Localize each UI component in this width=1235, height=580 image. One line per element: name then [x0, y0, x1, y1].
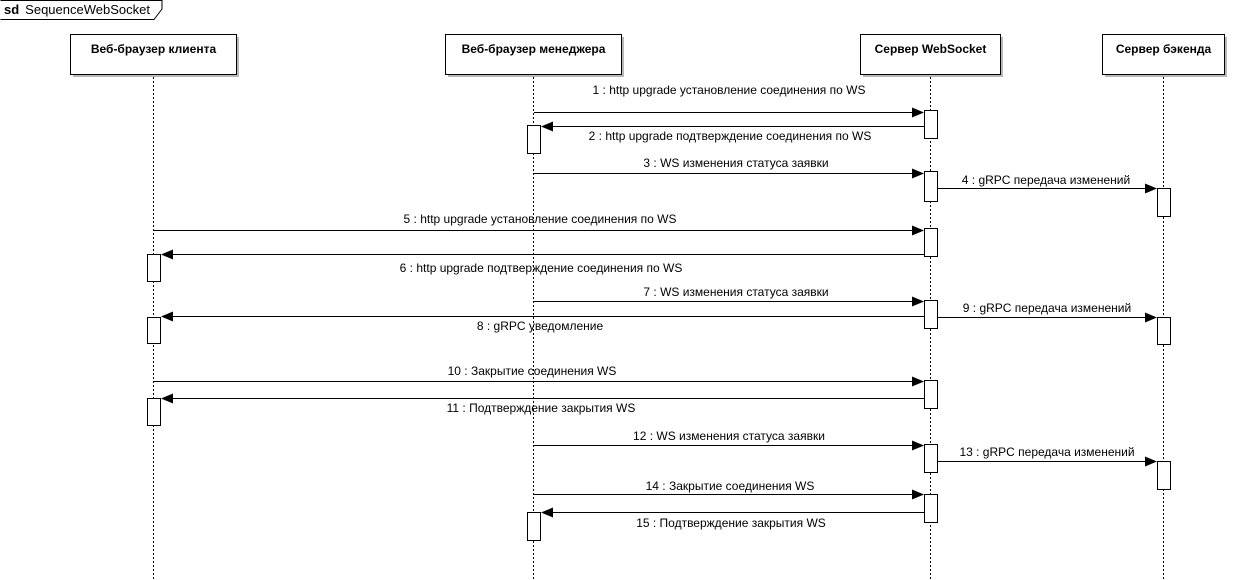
message-label: 6 : http upgrade подтверждение соединени…: [400, 261, 683, 275]
arrow-head-icon: [161, 393, 173, 404]
message-label: 9 : gRPC передача изменений: [963, 301, 1131, 315]
activation-box: [1157, 188, 1171, 217]
activation-box: [924, 228, 938, 257]
activation-box: [924, 444, 938, 473]
participant-backend-server[interactable]: Сервер бэкенда: [1102, 34, 1228, 78]
message-label: 13 : gRPC передача изменений: [959, 445, 1134, 459]
message-label: 11 : Подтверждение закрытия WS: [447, 401, 636, 415]
frame-tab: sd SequenceWebSocket: [0, 0, 163, 20]
participant-name: Веб-браузер менеджера: [462, 42, 606, 56]
arrow-head-icon: [1145, 456, 1157, 467]
message-11[interactable]: 11 : Подтверждение закрытия WS: [161, 393, 924, 416]
participant-websocket-server[interactable]: Сервер WebSocket: [860, 34, 1004, 78]
message-15[interactable]: 15 : Подтверждение закрытия WS: [541, 507, 924, 531]
message-14[interactable]: 14 : Закрытие соединения WS: [534, 479, 924, 500]
activation-box: [527, 512, 541, 541]
message-label: 12 : WS изменения статуса заявки: [633, 429, 825, 443]
frame-title: sd SequenceWebSocket: [4, 2, 150, 17]
participant-client[interactable]: Веб-браузер клиента: [70, 34, 240, 78]
activation-box: [924, 380, 938, 409]
message-label: 5 : http upgrade установление соединения…: [404, 212, 677, 226]
message-label: 2 : http upgrade подтверждение соединени…: [589, 129, 872, 143]
message-2[interactable]: 2 : http upgrade подтверждение соединени…: [541, 121, 924, 144]
arrow-head-icon: [912, 107, 924, 118]
participant-name: Сервер WebSocket: [875, 42, 987, 56]
arrow-head-icon: [1145, 312, 1157, 323]
arrow-head-icon: [912, 168, 924, 179]
activation-box: [1157, 461, 1171, 490]
activation-box: [147, 398, 161, 426]
frame-name: SequenceWebSocket: [25, 2, 150, 17]
message-label: 8 : gRPC уведомление: [477, 319, 604, 333]
message-5[interactable]: 5 : http upgrade установление соединения…: [154, 212, 924, 236]
message-4[interactable]: 4 : gRPC передача изменений: [938, 173, 1157, 194]
message-label: 10 : Закрытие соединения WS: [448, 364, 617, 378]
message-label: 7 : WS изменения статуса заявки: [643, 285, 828, 299]
participant-name: Сервер бэкенда: [1116, 42, 1212, 56]
activation-box: [924, 171, 938, 202]
participant-name: Веб-браузер клиента: [91, 42, 217, 56]
participant-box: [445, 34, 622, 75]
arrow-head-icon: [161, 311, 173, 322]
message-9[interactable]: 9 : gRPC передача изменений: [938, 301, 1157, 323]
message-8[interactable]: 8 : gRPC уведомление: [161, 311, 924, 334]
message-12[interactable]: 12 : WS изменения статуса заявки: [534, 429, 924, 451]
message-label: 3 : WS изменения статуса заявки: [643, 156, 828, 170]
arrow-head-icon: [541, 507, 553, 518]
activation-box: [924, 494, 938, 523]
activation-box: [1157, 317, 1171, 345]
message-1[interactable]: 1 : http upgrade установление соединения…: [534, 83, 924, 118]
arrow-head-icon: [912, 376, 924, 387]
arrow-head-icon: [912, 440, 924, 451]
participant-manager[interactable]: Веб-браузер менеджера: [445, 34, 625, 78]
message-6[interactable]: 6 : http upgrade подтверждение соединени…: [161, 249, 924, 276]
message-label: 14 : Закрытие соединения WS: [646, 479, 815, 493]
arrow-head-icon: [912, 489, 924, 500]
activation-box: [147, 317, 161, 344]
message-label: 15 : Подтверждение закрытия WS: [636, 516, 826, 530]
message-10[interactable]: 10 : Закрытие соединения WS: [154, 364, 924, 387]
participant-box: [70, 34, 237, 75]
message-label: 1 : http upgrade установление соединения…: [593, 83, 866, 97]
frame-keyword: sd: [4, 2, 19, 17]
message-13[interactable]: 13 : gRPC передача изменений: [938, 445, 1157, 467]
message-label: 4 : gRPC передача изменений: [962, 173, 1130, 187]
message-3[interactable]: 3 : WS изменения статуса заявки: [534, 156, 924, 179]
message-7[interactable]: 7 : WS изменения статуса заявки: [534, 285, 924, 307]
activation-box: [924, 300, 938, 329]
arrow-head-icon: [912, 225, 924, 236]
participant-box: [1102, 34, 1225, 75]
activation-box: [527, 125, 541, 154]
participant-box: [860, 34, 1001, 75]
arrow-head-icon: [161, 249, 173, 260]
arrow-head-icon: [1145, 183, 1157, 194]
arrow-head-icon: [912, 296, 924, 307]
arrow-head-icon: [541, 121, 553, 132]
activation-box: [924, 110, 938, 139]
activation-box: [147, 254, 161, 282]
